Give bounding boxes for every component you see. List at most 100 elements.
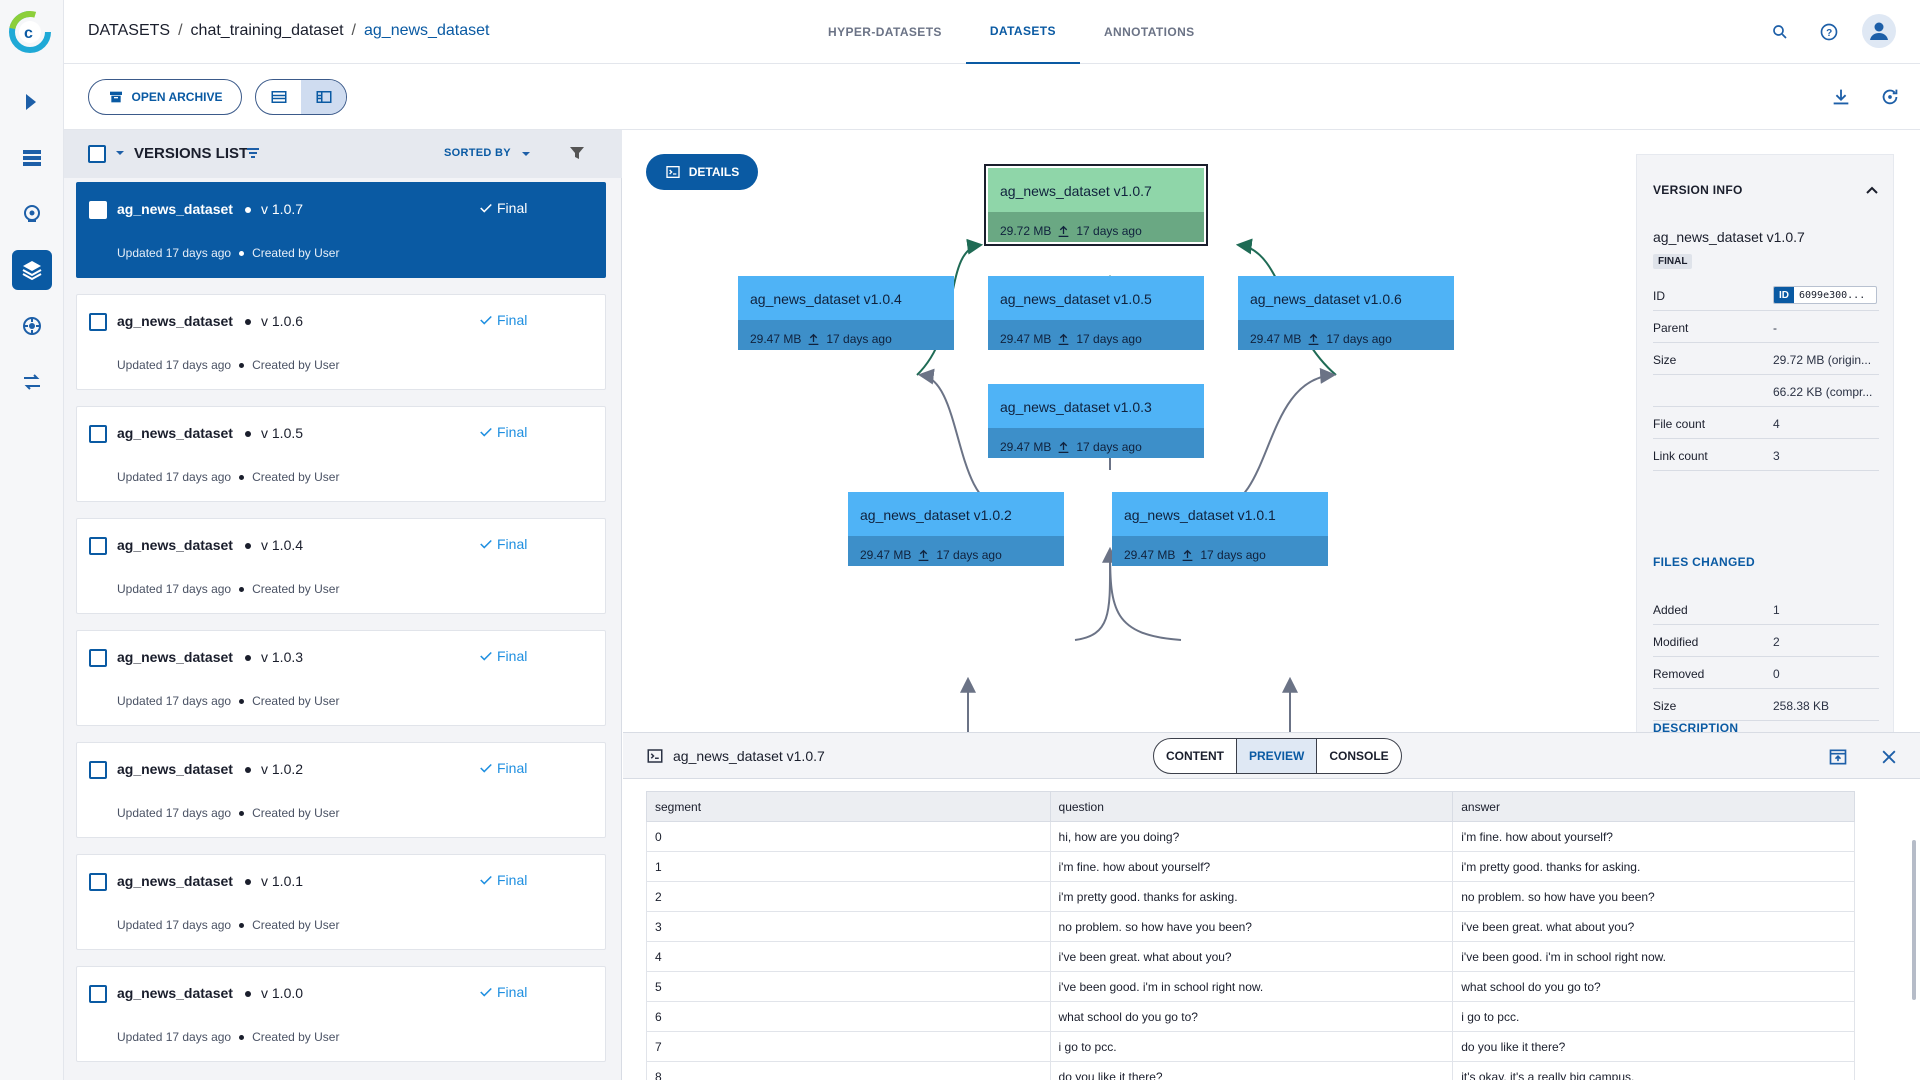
refresh-icon[interactable] (1879, 86, 1901, 108)
app-logo-icon[interactable]: c (8, 8, 52, 56)
table-cell: i go to pcc. (1452, 1001, 1855, 1032)
table-cell: 2 (646, 881, 1051, 912)
help-icon[interactable]: ? (1817, 20, 1841, 44)
chevron-up-icon[interactable] (1865, 183, 1879, 197)
separator-dot (245, 543, 251, 549)
breadcrumb-project[interactable]: chat_training_dataset (190, 22, 344, 39)
info-row-id: ID ID 6099e300... (1653, 279, 1879, 311)
tab-preview[interactable]: PREVIEW (1237, 739, 1318, 773)
chevron-down-icon[interactable] (114, 147, 126, 159)
version-checkbox[interactable] (89, 649, 107, 667)
check-icon (480, 651, 492, 661)
models-nav-icon[interactable] (12, 194, 52, 234)
info-row: 66.22 KB (compr... (1653, 375, 1879, 407)
filter-icon[interactable] (568, 144, 586, 162)
table-cell: i go to pcc. (1049, 1031, 1454, 1062)
select-all-checkbox[interactable] (88, 145, 106, 163)
version-status-label: Final (497, 760, 528, 776)
table-cell: what school do you go to? (1049, 1001, 1454, 1032)
tab-annotations[interactable]: ANNOTATIONS (1103, 25, 1195, 39)
separator-dot (239, 1034, 245, 1040)
table-view-button[interactable] (256, 80, 301, 114)
details-button[interactable]: DETAILS (646, 154, 758, 190)
preview-tabs: CONTENT PREVIEW CONSOLE (1153, 738, 1402, 774)
user-avatar[interactable] (1862, 14, 1896, 48)
version-checkbox[interactable] (89, 537, 107, 555)
sort-lines-icon[interactable] (244, 144, 262, 162)
pipelines-nav-icon[interactable] (12, 82, 52, 122)
details-view-button[interactable] (301, 80, 346, 114)
version-checkbox[interactable] (89, 425, 107, 443)
version-number: v 1.0.1 (261, 873, 304, 889)
archive-icon (109, 91, 122, 103)
table-cell: 5 (646, 971, 1051, 1002)
tab-hyper-datasets[interactable]: HYPER-DATASETS (828, 25, 942, 39)
version-status: Final (479, 648, 527, 664)
version-checkbox[interactable] (89, 201, 107, 219)
version-status: Final (479, 312, 527, 328)
search-icon[interactable] (1768, 20, 1792, 44)
column-header: segment (646, 791, 1051, 822)
tab-console[interactable]: CONSOLE (1329, 749, 1389, 763)
reports-nav-icon[interactable] (12, 306, 52, 346)
datasets-nav-icon[interactable] (12, 250, 52, 290)
chevron-down-icon[interactable] (520, 148, 532, 160)
breadcrumb-dataset[interactable]: ag_news_dataset (364, 22, 490, 39)
id-copy-field[interactable]: ID 6099e300... (1773, 286, 1877, 304)
sorted-by-button[interactable]: SORTED BY (444, 147, 511, 159)
version-status: Final (479, 536, 527, 552)
version-checkbox[interactable] (89, 985, 107, 1003)
separator-dot (245, 879, 251, 885)
version-checkbox[interactable] (89, 313, 107, 331)
breadcrumb-datasets[interactable]: DATASETS (88, 22, 171, 39)
check-icon (480, 315, 492, 325)
files-changed-title: FILES CHANGED (1653, 555, 1755, 569)
maximize-icon[interactable] (1828, 747, 1848, 767)
workers-nav-icon[interactable] (12, 362, 52, 402)
version-created-by: Created by User (252, 470, 340, 484)
version-checkbox[interactable] (89, 761, 107, 779)
table-cell: i'm fine. how about yourself? (1049, 851, 1454, 882)
tab-datasets[interactable]: DATASETS (965, 0, 1080, 64)
version-status: Final (479, 760, 527, 776)
projects-nav-icon[interactable] (12, 138, 52, 178)
node-age: 17 days ago (1200, 548, 1266, 562)
close-icon[interactable] (1879, 747, 1899, 767)
open-archive-button[interactable]: OPEN ARCHIVE (88, 79, 242, 115)
info-value: 29.72 MB (origin... (1773, 353, 1872, 367)
preview-scrollbar[interactable] (1912, 840, 1916, 1000)
download-icon[interactable] (1830, 86, 1852, 108)
version-dataset-name: ag_news_dataset (117, 425, 233, 441)
tab-content[interactable]: CONTENT (1154, 739, 1237, 773)
version-checkbox[interactable] (89, 873, 107, 891)
